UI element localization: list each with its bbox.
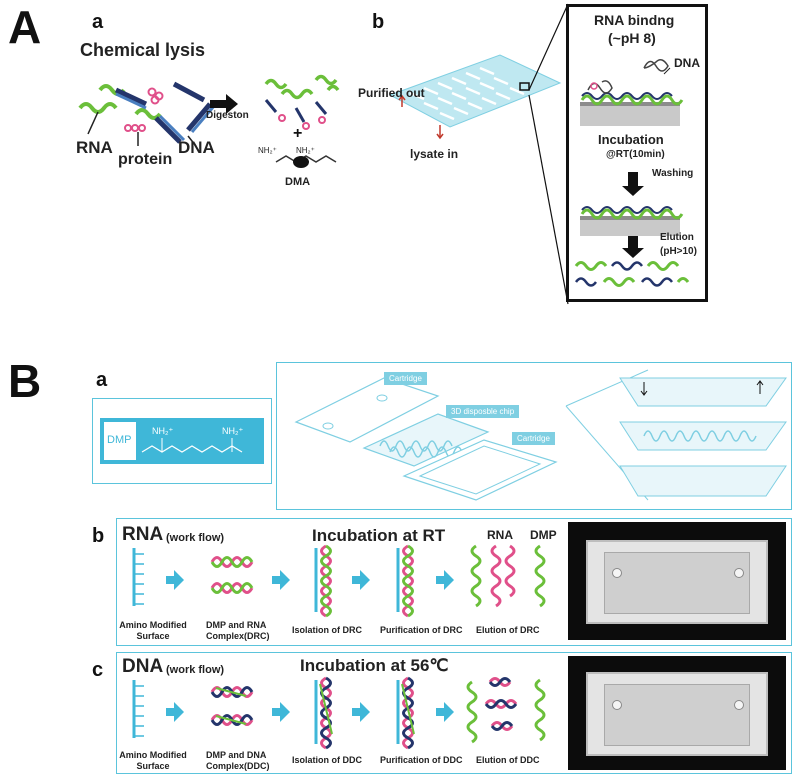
panel-b-sub-c-letter: c <box>92 659 104 681</box>
dma-label: DMA <box>285 176 311 188</box>
inset-title-line2: (~pH 8) <box>608 30 656 46</box>
digestion-label: Digeston <box>206 110 249 121</box>
rna-strand-1 <box>78 102 118 114</box>
purified-out-label: Purified out <box>358 86 425 100</box>
dna-strand-1 <box>114 87 148 110</box>
cartridge-top-label: Cartridge <box>384 372 427 385</box>
rna-step-1-label: Amino Modified Surface <box>118 620 188 642</box>
inset-incubation-label: Incubation <box>598 132 664 147</box>
panel-b-letter: B <box>8 355 42 407</box>
dna-step-1-label: Amino Modified Surface <box>118 750 188 772</box>
protein-label: protein <box>118 151 173 168</box>
rna-step-4-label: Purification of DRC <box>380 625 463 635</box>
rna-workflow-subtitle: (work flow) <box>166 532 225 544</box>
device-photo-rna-port-right <box>734 568 744 578</box>
rna-step-2-line1: DMP and RNA <box>206 620 267 630</box>
panel-b-sub-a-letter: a <box>96 369 108 391</box>
lysis-illustration: + <box>78 74 340 168</box>
dna-incubation-label: Incubation at 56℃ <box>300 656 449 675</box>
zoom-lines <box>528 3 569 305</box>
dna-workflow-box <box>116 652 792 774</box>
dna-step-2-label: DMP and DNA Complex(DDC) <box>206 750 270 772</box>
svg-text:+: + <box>293 125 302 142</box>
microfluidic-chip-illustration <box>388 54 562 140</box>
chemical-lysis-title: Chemical lysis <box>80 40 206 60</box>
dna-strand-4 <box>186 102 216 133</box>
inset-washing-label: Washing <box>652 168 694 179</box>
dmp-tag <box>104 422 136 460</box>
rna-step-2-label: DMP and RNA Complex(DRC) <box>206 620 270 642</box>
dna-step-2-line1: DMP and DNA <box>206 750 267 760</box>
dna-step-2-line2: Complex(DDC) <box>206 761 270 771</box>
cartridge-bottom-label: Cartridge <box>512 432 555 445</box>
dna-workflow-illustration <box>132 676 546 750</box>
panel-a-letter: A <box>8 1 42 53</box>
inset-illustration <box>574 59 690 287</box>
digestion-arrow <box>210 94 238 114</box>
chip-exploded-illustration <box>294 369 787 501</box>
rna-workflow-title: RNA <box>122 524 164 545</box>
dna-step-3-label: Isolation of DDC <box>292 755 362 765</box>
rna-step-1-line2: Surface <box>136 631 170 641</box>
dma-nh2-right: NH₂⁺ <box>296 146 315 155</box>
rna-tag-label: RNA <box>487 528 513 542</box>
device-photo-rna-port-left <box>612 568 622 578</box>
dmp-nh2-right: NH₂⁺ <box>222 426 244 436</box>
dna-label: DNA <box>178 138 215 157</box>
panel-a-sub-a-letter: a <box>92 11 104 33</box>
dmp-tag-label: DMP <box>107 434 132 446</box>
rna-step-1-line1: Amino Modified <box>119 620 187 630</box>
dna-step-5-label: Elution of DDC <box>476 755 540 765</box>
dna-strand-2 <box>154 114 186 144</box>
dna-workflow-title: DNA <box>122 656 164 677</box>
rna-step-2-line2: Complex(DRC) <box>206 631 270 641</box>
rna-workflow-box <box>116 518 792 646</box>
device-photo-dna-chip <box>604 684 750 746</box>
dna-step-4-label: Purification of DDC <box>380 755 463 765</box>
chip-label: 3D disposble chip <box>446 405 520 418</box>
panel-b-sub-b-letter: b <box>92 525 105 547</box>
inset-elution-condition: (pH>10) <box>660 246 697 257</box>
rna-step-5-label: Elution of DRC <box>476 625 540 635</box>
dmp-tag-label-b: DMP <box>530 528 557 542</box>
inset-title-line1: RNA bindng <box>594 12 675 28</box>
dna-step-1-line1: Amino Modified <box>119 750 187 760</box>
panel-a-sub-b-letter: b <box>372 11 385 33</box>
dna-step-1-line2: Surface <box>136 761 170 771</box>
dna-workflow-subtitle: (work flow) <box>166 664 225 676</box>
rna-step-3-label: Isolation of DRC <box>292 625 362 635</box>
rna-strand-3 <box>134 108 162 120</box>
inset-elution-label: Elution <box>660 232 694 243</box>
device-photo-dna-port-right <box>734 700 744 710</box>
inset-dna-label: DNA <box>674 56 700 70</box>
rna-binding-inset <box>566 4 708 302</box>
rna-label: RNA <box>76 138 113 157</box>
dna-strand-3 <box>172 81 206 103</box>
lysate-in-label: lysate in <box>410 147 459 161</box>
device-photo-rna-chip <box>604 552 750 614</box>
inset-incubation-condition: @RT(10min) <box>606 149 665 160</box>
disposable-chip-box <box>276 362 792 510</box>
device-photo-dna-port-left <box>612 700 622 710</box>
dmp-molecule <box>141 438 243 453</box>
dmp-structure-box <box>92 398 272 484</box>
rna-incubation-label: Incubation at RT <box>312 526 446 545</box>
dmp-nh2-left: NH₂⁺ <box>152 426 174 436</box>
rna-workflow-illustration <box>132 544 546 618</box>
dma-nh2-left: NH₂⁺ <box>258 146 277 155</box>
